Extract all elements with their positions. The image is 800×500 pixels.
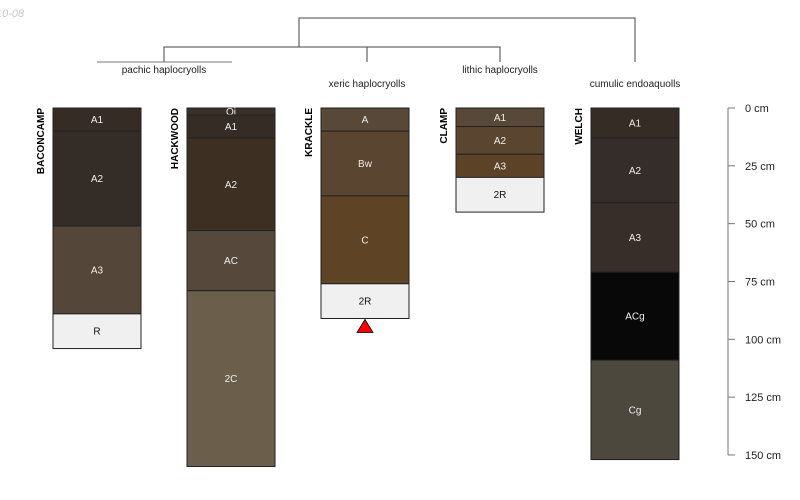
horizon-label: A3 [629, 233, 642, 244]
horizon-fill [590, 107, 680, 139]
group-label: cumulic endoaquolls [590, 79, 681, 90]
horizon-fill [590, 359, 680, 461]
horizon: Cg [590, 359, 680, 461]
horizon-fill [320, 195, 410, 285]
profile-name: HACKWOOD [170, 108, 181, 169]
depth-tick-label: 100 cm [745, 334, 781, 346]
horizon: A3 [52, 225, 142, 315]
group-label: lithic haplocryolls [462, 65, 538, 76]
horizon: AC [186, 230, 276, 292]
horizon-label: A2 [494, 136, 507, 147]
horizon: R [52, 313, 142, 350]
horizon-fill [320, 130, 410, 197]
horizon-fill [186, 230, 276, 292]
horizon: A2 [590, 137, 680, 204]
horizon-label: A2 [629, 166, 642, 177]
profile-name: CLAMP [439, 108, 450, 144]
dendrogram [97, 17, 636, 63]
horizon-label: A3 [494, 161, 507, 172]
horizon-label: A1 [494, 113, 507, 124]
horizon-fill [320, 283, 410, 319]
horizon-label: ACg [625, 312, 644, 323]
horizon-label: 2R [359, 297, 372, 308]
horizon-label: Bw [358, 159, 373, 170]
horizon-label: 2C [225, 374, 238, 385]
depth-tick-label: 50 cm [745, 219, 775, 231]
horizon-label: A3 [91, 265, 104, 276]
horizon: A2 [186, 137, 276, 232]
horizon-label: A1 [225, 122, 238, 133]
depth-tick-label: 25 cm [745, 161, 775, 173]
horizon-fill [590, 202, 680, 273]
horizon-label: 2R [494, 190, 507, 201]
depth-tick-label: 125 cm [745, 392, 781, 404]
horizon: A1 [52, 107, 142, 132]
depth-scale: 0 cm 25 cm 50 cm 75 cm 100 cm 125 cm 150 cm [727, 103, 781, 462]
horizon: C [320, 195, 410, 285]
horizon-fill [590, 137, 680, 204]
horizon: A3 [455, 153, 545, 178]
group-label: pachic haplocryolls [122, 65, 207, 76]
horizon-label: R [93, 327, 100, 338]
horizon-label: C [361, 235, 368, 246]
corner-date-text: 10-08 [0, 8, 25, 20]
horizon: 2R [320, 283, 410, 319]
horizon: A2 [52, 130, 142, 227]
horizon-fill [186, 137, 276, 232]
group-label: xeric haplocryolls [329, 79, 406, 90]
horizon-fill [186, 290, 276, 468]
profile-name: KRACKLE [304, 108, 315, 157]
horizon-label: AC [224, 256, 238, 267]
depth-tick-label: 0 cm [745, 103, 769, 115]
dendrogram-root [298, 17, 636, 62]
horizon: 2C [186, 290, 276, 468]
horizon-fill [455, 176, 545, 213]
horizon-fill [52, 130, 142, 227]
horizon-fill [52, 225, 142, 315]
horizon-fill [52, 313, 142, 350]
dendrogram-branch [163, 46, 501, 62]
horizon: A1 [590, 107, 680, 139]
horizon-label: A2 [225, 180, 238, 191]
horizon-label: A2 [91, 174, 104, 185]
horizon: A [320, 107, 410, 132]
horizon-label: A1 [91, 115, 104, 126]
horizon: A1 [186, 114, 276, 139]
horizon-label: A [362, 115, 369, 126]
horizon: A2 [455, 126, 545, 155]
horizon-label: Oi [226, 107, 236, 118]
soil-profile-krackle: KRACKLE A BwC 2R [304, 107, 410, 333]
depth-tick-label: 150 cm [745, 450, 781, 462]
horizon: 2R [455, 176, 545, 213]
horizon-label: Cg [629, 405, 642, 416]
horizon: A1 [455, 107, 545, 128]
horizon: Bw [320, 130, 410, 197]
profile-name: BACONCAMP [36, 108, 47, 174]
depth-tick-label: 75 cm [745, 276, 775, 288]
horizon: A3 [590, 202, 680, 273]
profile-name: WELCH [574, 108, 585, 145]
horizon-label: A1 [629, 119, 642, 130]
horizon-fill [590, 271, 680, 361]
red-triangle-marker-icon [356, 318, 374, 333]
horizon: ACg [590, 271, 680, 361]
